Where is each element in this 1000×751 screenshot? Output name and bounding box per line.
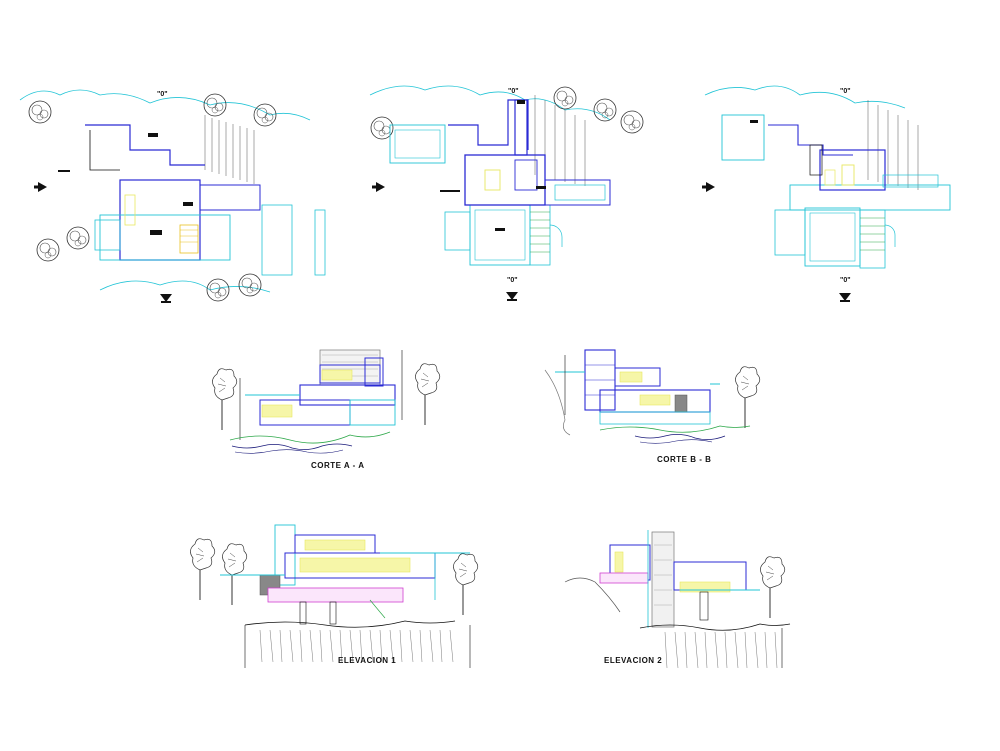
north-mark: "0": [507, 277, 518, 284]
section-a-drawing: CORTE A - A: [211, 349, 441, 470]
section-arrow-icon: [372, 182, 385, 192]
north-mark: "0": [157, 91, 168, 98]
section-arrow-icon: [506, 292, 518, 301]
north-mark: "0": [508, 88, 519, 95]
floor-plan-2: "0" "0": [369, 85, 644, 301]
floor-plan-1: "0": [19, 89, 326, 303]
north-mark: "0": [840, 88, 851, 95]
north-mark: "0": [840, 277, 851, 284]
elevation-2-drawing: ELEVACION 2: [564, 530, 791, 669]
section-b-drawing: CORTE B - B: [544, 349, 761, 464]
floor-plan-3: "0" "0": [702, 85, 951, 302]
elevation-1-drawing: ELEVACION 1: [189, 524, 479, 668]
elevation-2-label: ELEVACION 2: [604, 656, 662, 665]
section-arrow-icon: [34, 182, 47, 192]
section-b-label: CORTE B - B: [657, 455, 711, 464]
section-arrow-icon: [160, 294, 172, 303]
section-a-label: CORTE A - A: [311, 461, 365, 470]
elevation-1-label: ELEVACION 1: [338, 656, 396, 665]
section-arrow-icon: [839, 293, 851, 302]
section-arrow-icon: [702, 182, 715, 192]
